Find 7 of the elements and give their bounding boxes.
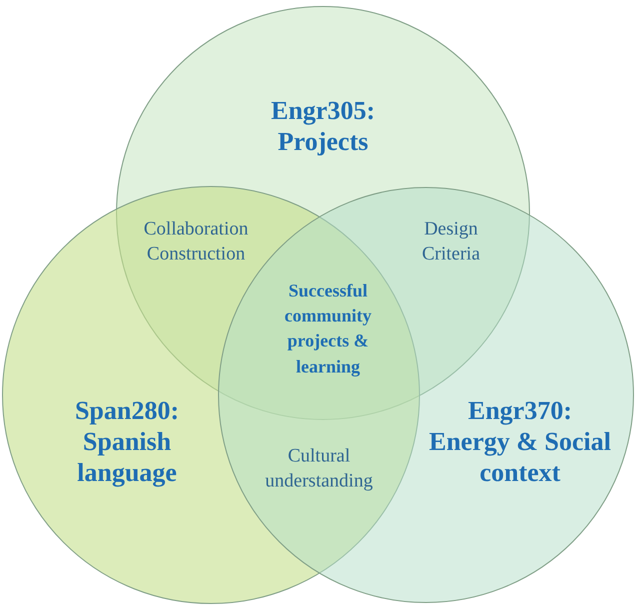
overlap-label: Collaboration Construction xyxy=(142,217,250,266)
circle-title: Span280: Spanish language xyxy=(74,395,180,489)
overlap-label: Design Criteria xyxy=(420,217,482,266)
center-overlap-label: Successful community projects & learning xyxy=(284,280,372,378)
circle-title: Engr370: Energy & Social context xyxy=(428,395,612,489)
overlap-label: Cultural understanding xyxy=(264,444,374,493)
circle-title: Engr305: Projects xyxy=(270,94,376,158)
